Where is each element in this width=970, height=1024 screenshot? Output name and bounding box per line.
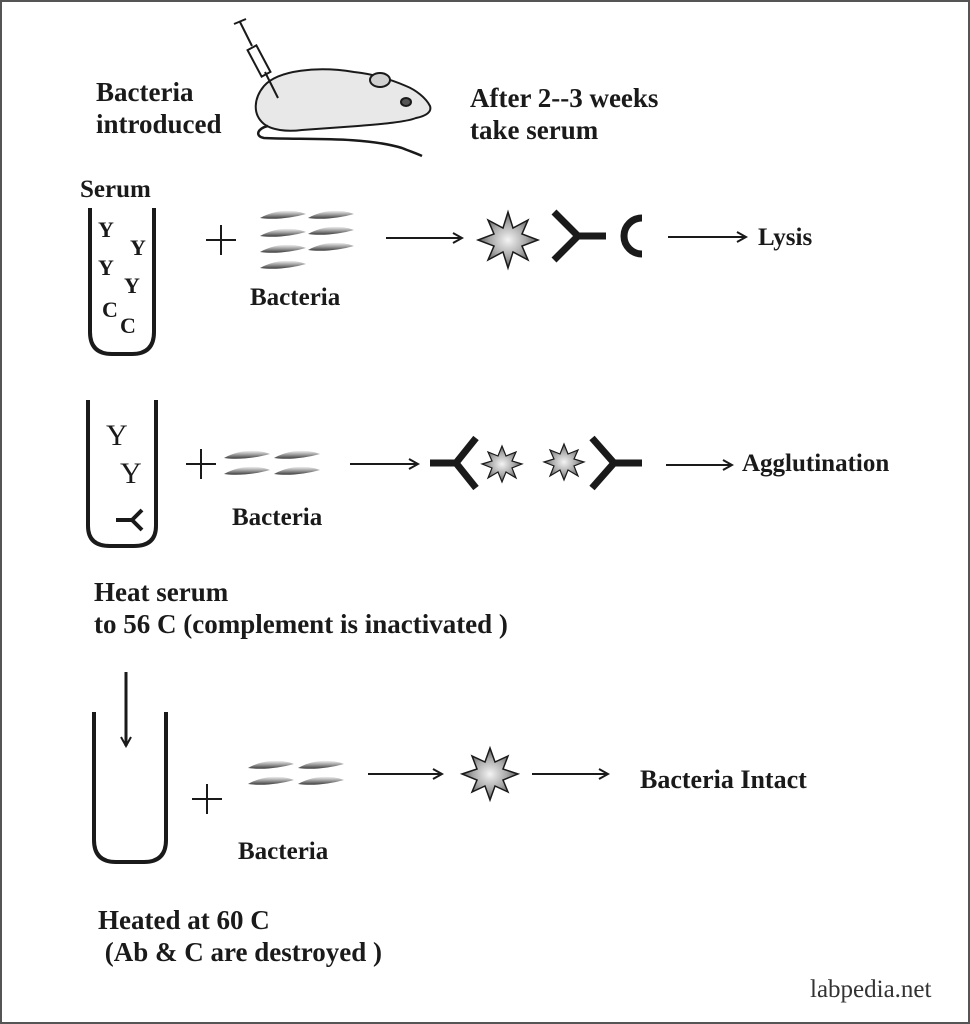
bacteria-intact-result: Bacteria Intact	[640, 765, 807, 794]
bacteria-cluster	[260, 210, 354, 269]
after-weeks-label: After 2--3 weeks take serum	[470, 83, 659, 145]
agglutination-result: Agglutination	[742, 450, 890, 477]
bacteria-cluster	[224, 450, 320, 475]
agglutination-complex-icon	[430, 435, 642, 491]
serum-tube	[86, 400, 158, 548]
antibody-complement-icon	[551, 209, 643, 263]
heat-serum-note: Heat serum to 56 C (complement is inacti…	[94, 577, 508, 639]
plus-sign	[206, 225, 236, 255]
complement-symbol: C	[120, 313, 136, 338]
syringe-icon	[233, 18, 279, 99]
bacteria-label: Bacteria	[232, 504, 323, 531]
plus-sign	[192, 784, 222, 814]
lysis-result: Lysis	[758, 224, 813, 251]
heated-60-note: Heated at 60 C (Ab & C are destroyed )	[98, 905, 382, 967]
lysed-bacterium-icon	[475, 209, 541, 271]
complement-symbol: C	[102, 297, 118, 322]
antibody-symbol: Y	[124, 273, 140, 298]
antibody-symbol: Y	[106, 419, 128, 452]
antibody-symbol: Y	[98, 217, 114, 242]
bacteria-label: Bacteria	[238, 838, 329, 865]
intact-bacterium-icon	[459, 745, 521, 803]
antibody-icon	[116, 508, 144, 532]
antibody-symbol: Y	[98, 255, 114, 280]
antibody-symbol: Y	[120, 457, 142, 490]
antibody-symbol: Y	[130, 235, 146, 260]
heated-tube	[92, 712, 168, 864]
serum-label: Serum	[80, 176, 151, 203]
bacteria-label: Bacteria	[250, 284, 341, 311]
plus-sign	[186, 449, 216, 479]
bacteria-introduced-label: Bacteria introduced	[96, 77, 222, 139]
watermark: labpedia.net	[810, 976, 932, 1003]
serum-tube	[88, 208, 156, 356]
mouse-illustration	[233, 18, 432, 158]
bacteria-cluster	[248, 760, 344, 785]
